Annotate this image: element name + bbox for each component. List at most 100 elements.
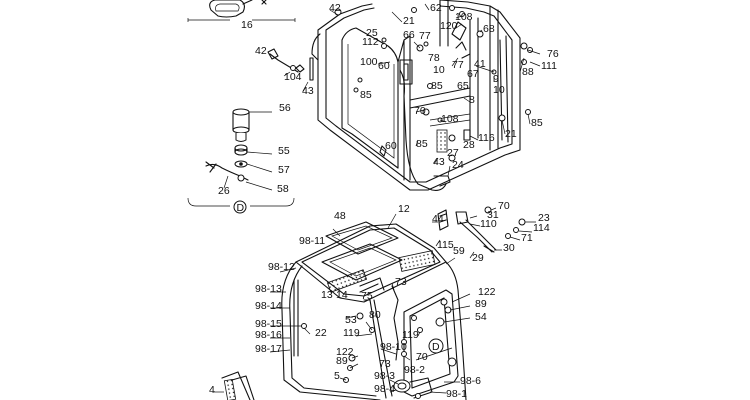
- part-label-p119b: 119: [402, 329, 419, 341]
- part-label-p41: 41: [474, 58, 486, 70]
- part-label-p8: 8: [469, 94, 475, 106]
- part-label-pD_label: D: [432, 341, 440, 353]
- part-label-p23: 23: [538, 212, 550, 224]
- part-label-p59: 59: [453, 245, 465, 257]
- part-label-p98_4: 98-4: [374, 383, 395, 395]
- part-label-p112: 112: [362, 36, 379, 48]
- strap-parts: [432, 206, 536, 259]
- part-label-p85c: 85: [531, 117, 543, 129]
- part-label-p44: 44: [432, 213, 444, 225]
- part-label-p85d: 85: [416, 138, 428, 150]
- part-label-p21b: 21: [505, 128, 517, 140]
- part-label-p60b: 60: [385, 140, 397, 152]
- part-label-p9: 9: [493, 73, 499, 85]
- part-label-p116: 116: [478, 132, 495, 144]
- part-label-p98_11: 98-11: [299, 235, 325, 247]
- part-label-p71: 71: [521, 232, 533, 244]
- part-label-p12: 12: [398, 203, 410, 215]
- part-label-p75: 75: [361, 290, 373, 302]
- part-label-p43b: 43: [433, 156, 445, 168]
- cab-frame-upper: [311, 0, 541, 191]
- part-label-p78: 78: [428, 52, 440, 64]
- part-label-p98_6: 98-6: [460, 375, 481, 387]
- part-label-p98_17: 98-17: [255, 343, 282, 355]
- part-label-p30: 30: [503, 242, 515, 254]
- part-label-p67: 67: [467, 68, 479, 80]
- part-label-p66: 66: [403, 29, 415, 41]
- part-label-p110: 110: [480, 218, 497, 230]
- part-label-p58: 58: [277, 183, 289, 195]
- part-label-p42a: 42: [329, 2, 341, 14]
- part-label-p70b: 70: [498, 200, 510, 212]
- part-label-p88: 88: [522, 66, 534, 78]
- part-label-p108b: 108: [441, 113, 459, 125]
- part-label-p98_14: 98-14: [255, 300, 282, 312]
- mount-parts-56-55-57-58: [187, 108, 295, 207]
- detail-d-circle-top: [233, 200, 247, 214]
- part-label-p5: 5: [334, 370, 340, 382]
- part-label-p70a: 70: [414, 105, 426, 117]
- part-label-p85a: 85: [431, 80, 443, 92]
- part-label-p27: 27: [447, 147, 459, 159]
- bolt-parts-42-104-43: [267, 48, 314, 92]
- part-label-p53: 53: [345, 314, 357, 326]
- part-label-p98_3: 98-3: [374, 370, 395, 382]
- part-label-p89a: 89: [475, 298, 487, 310]
- part-label-p16: 16: [241, 19, 253, 31]
- part-label-p31: 31: [487, 209, 499, 221]
- part-label-p76: 76: [547, 48, 559, 60]
- part-label-p122a: 122: [478, 286, 496, 298]
- part-label-p24: 24: [452, 159, 464, 171]
- part-label-p77b: 77: [452, 59, 464, 71]
- part-label-p21a: 21: [403, 15, 415, 27]
- part-label-p55: 55: [278, 145, 290, 157]
- part-label-p73b: 73: [379, 358, 391, 370]
- part-label-p10b: 10: [493, 84, 505, 96]
- part-label-p119a: 119: [343, 327, 360, 339]
- handle-part-16: [187, 0, 296, 22]
- part-label-p29: 29: [472, 252, 484, 264]
- part-label-p98_1: 98-1: [446, 388, 467, 400]
- part-label-p60a: 60: [378, 60, 390, 72]
- part-label-p98_16: 98-16: [255, 329, 282, 341]
- part-label-p14: 14: [336, 289, 348, 301]
- part-label-p43a: 43: [302, 85, 314, 97]
- part-label-p42b: 42: [255, 45, 267, 57]
- part-label-p100: 100: [360, 56, 378, 68]
- part-label-p104: 104: [284, 71, 302, 83]
- part-label-p65: 65: [457, 80, 469, 92]
- part-label-p89b: 89: [336, 355, 348, 367]
- part-label-p98_12: 98-12: [268, 261, 295, 273]
- part-label-p108a: 108: [455, 11, 473, 23]
- part-label-p98_2: 98-2: [404, 364, 425, 376]
- part-label-p48: 48: [334, 210, 346, 222]
- part-label-p10a: 10: [433, 64, 445, 76]
- part-label-p77a: 77: [419, 30, 431, 42]
- part-label-p98_10: 98-10: [380, 341, 407, 353]
- cab-shell-lower: [269, 213, 471, 400]
- part-label-p70c: 70: [416, 351, 428, 363]
- part-label-p68: 68: [483, 23, 495, 35]
- part-label-p62: 62: [430, 2, 442, 14]
- detail-d-circle-door: [428, 338, 444, 354]
- part-label-p115: 115: [437, 239, 454, 251]
- part-label-p26: 26: [218, 185, 230, 197]
- part-label-p22: 22: [315, 327, 327, 339]
- part-label-p122b: 122: [336, 346, 354, 358]
- trim-part-4: [214, 371, 255, 400]
- part-label-p25: 25: [366, 27, 378, 39]
- part-label-p98_13: 98-13: [255, 283, 282, 295]
- part-label-p98_15: 98-15: [255, 318, 282, 330]
- part-label-p114: 114: [533, 222, 550, 234]
- part-label-p54: 54: [475, 311, 487, 323]
- part-label-p4: 4: [209, 384, 215, 396]
- part-label-p57: 57: [278, 164, 290, 176]
- part-label-p73a: 73: [395, 276, 407, 288]
- part-label-p111: 111: [541, 60, 557, 72]
- part-label-p56: 56: [279, 102, 291, 114]
- part-label-p120: 120: [440, 20, 458, 32]
- detail-d-letter-top: D: [237, 202, 245, 214]
